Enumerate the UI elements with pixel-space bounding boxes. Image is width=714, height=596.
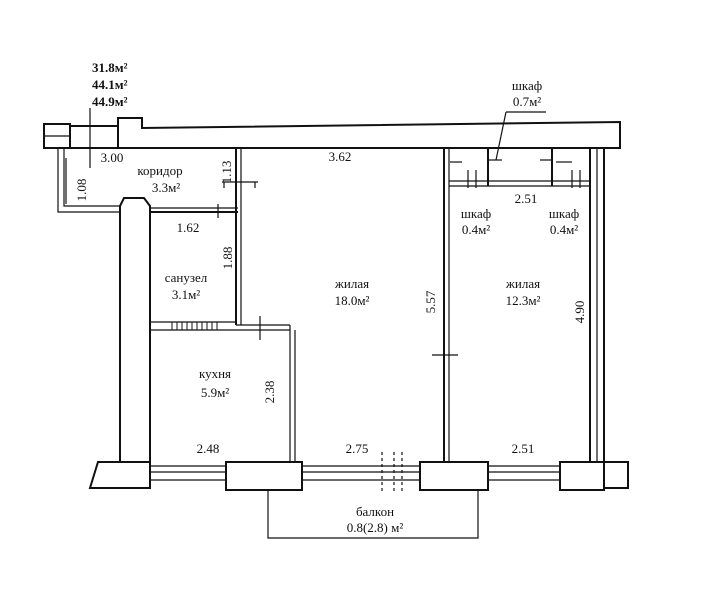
bathroom-area: 3.1м²: [172, 287, 200, 302]
dim-big-room-length: 5.57: [423, 290, 438, 313]
closet-top-name: шкаф: [512, 78, 542, 93]
closet-left-area: 0.4м²: [462, 222, 490, 237]
kitchen-name: кухня: [199, 366, 231, 381]
living-large-area: 18.0м²: [335, 293, 370, 308]
closet-right-area: 0.4м²: [550, 222, 578, 237]
corridor-area: 3.3м²: [152, 180, 180, 195]
right-outer-wall: [589, 148, 605, 462]
living-small-area: 12.3м²: [506, 293, 541, 308]
balcony-name: балкон: [356, 504, 394, 519]
closet-left-name: шкаф: [461, 206, 491, 221]
balcony-area: 0.8(2.8) м²: [347, 520, 404, 535]
living-area-total: 31.8м²: [92, 60, 128, 75]
dim-corridor-door: 1.13: [219, 161, 234, 184]
dim-small-room-bottom: 2.51: [512, 441, 535, 456]
totals-leader: [65, 108, 546, 204]
left-outer-wall: [119, 197, 151, 463]
dim-big-room-top: 3.62: [329, 149, 352, 164]
closet-right-name: шкаф: [549, 206, 579, 221]
vent-hatch: [171, 322, 218, 330]
dim-small-room-length: 4.90: [572, 301, 587, 324]
living-large-name: жилая: [334, 276, 369, 291]
dim-corridor-length: 3.00: [101, 150, 124, 165]
top-wall: [43, 117, 621, 149]
closets: [449, 148, 590, 188]
living-small-name: жилая: [505, 276, 540, 291]
corridor-outline: [57, 148, 238, 213]
dim-kitchen-width: 2.48: [197, 441, 220, 456]
dim-corridor-width: 1.08: [74, 179, 89, 202]
bathroom-name: санузел: [165, 270, 208, 285]
corridor-name: коридор: [137, 163, 182, 178]
total-area-with-balcony: 44.9м²: [92, 94, 128, 109]
total-area: 44.1м²: [92, 77, 128, 92]
bottom-wall: [88, 452, 629, 492]
kitchen-area: 5.9м²: [201, 385, 229, 400]
dim-small-room-top: 2.51: [515, 191, 538, 206]
middle-wall: [432, 148, 458, 462]
balcony-outline: [267, 490, 479, 539]
dim-bath-width: 1.62: [177, 220, 200, 235]
dim-big-room-bottom: 2.75: [346, 441, 369, 456]
dim-kitchen-depth: 2.38: [262, 381, 277, 404]
dim-bath-length: 1.88: [220, 247, 235, 270]
partition-walls: [150, 148, 296, 462]
closet-top-area: 0.7м²: [513, 94, 541, 109]
